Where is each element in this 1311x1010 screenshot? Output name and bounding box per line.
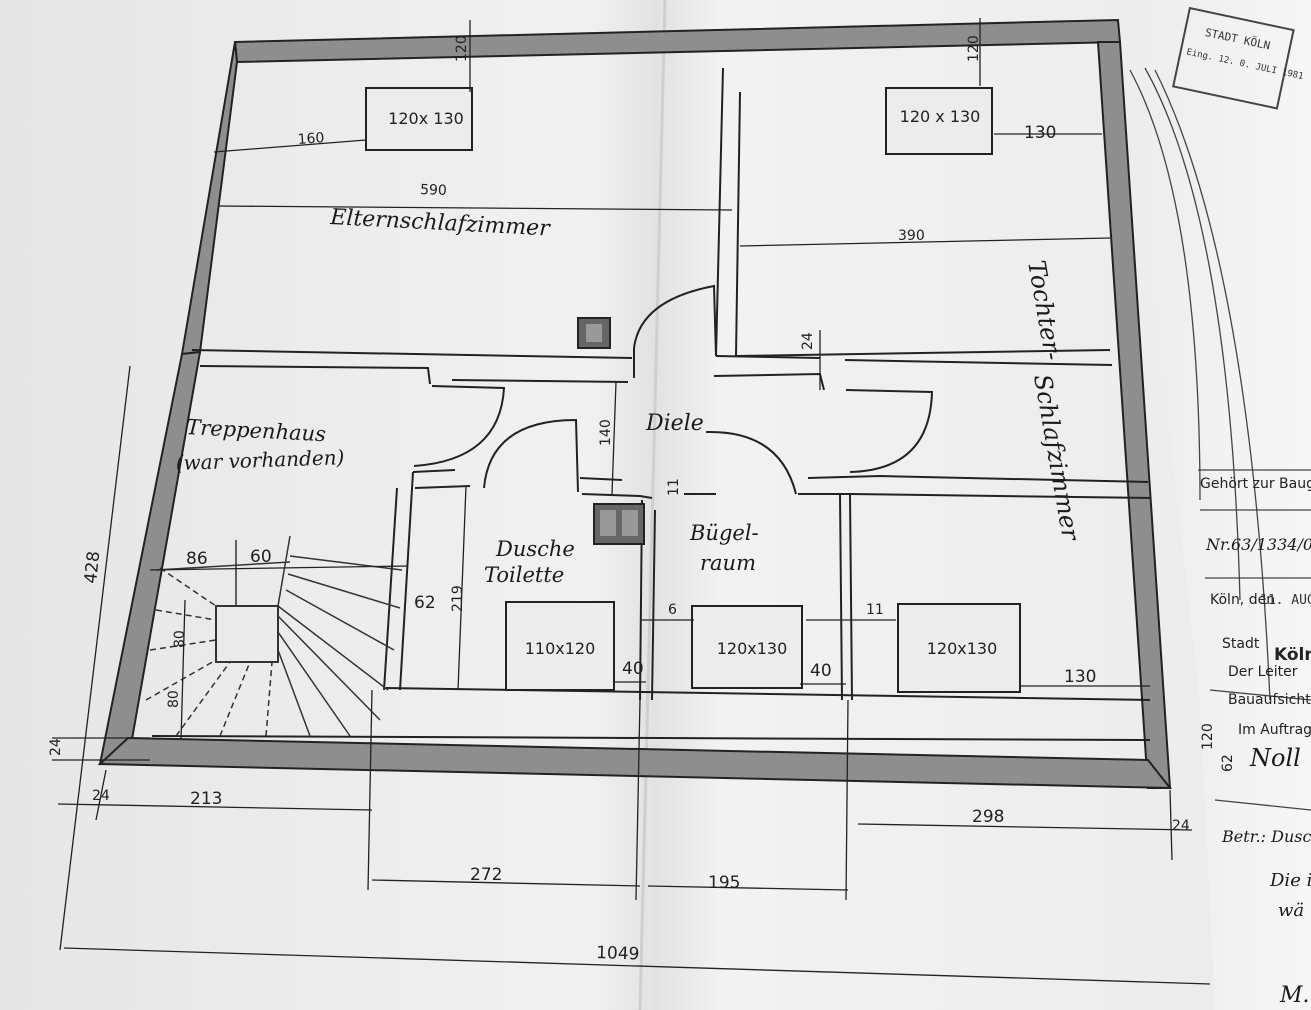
approval-file-number: Nr.63/1334/0149: [1205, 535, 1311, 554]
dim-195: 195: [708, 873, 740, 893]
dim-24-left-wall: 24: [48, 738, 64, 756]
room-label-hall: Diele: [645, 411, 704, 436]
chimney-upper: [577, 317, 611, 349]
note-line-1: Die i: [1269, 870, 1311, 891]
outer-walls: [97, 18, 1173, 790]
room-label-toilet: Toilette: [484, 563, 564, 587]
dim-130-top: 130: [1024, 123, 1056, 143]
room-label-shower: Dusche: [495, 537, 575, 561]
dim-40-right: 40: [810, 661, 832, 681]
dim-428: 428: [81, 550, 104, 584]
window-daughter-label: 120 x 130: [900, 107, 981, 126]
dim-140: 140: [598, 419, 614, 446]
approval-office: Bauaufsichtsamt: [1228, 692, 1311, 708]
attached-sheet: [1120, 0, 1311, 1010]
dimension-labels: 160 590 390 130 120 120 24 140 11 86 60 …: [48, 35, 1236, 964]
window-daughter-lower: 120x130: [897, 603, 1021, 693]
approval-title: Gehört zur Baugenehmig: [1200, 476, 1311, 492]
chimney-lower: [593, 503, 645, 545]
room-label-stairwell-note: (war vorhanden): [175, 445, 344, 475]
dim-62-right-edge: 62: [1220, 754, 1236, 772]
window-ironing-label: 120x130: [717, 639, 788, 658]
dim-11-chimney: 11: [666, 478, 682, 496]
window-daughter-lower-label: 120x130: [927, 639, 998, 658]
dim-24-landing: 24: [800, 332, 816, 350]
staircase: [145, 535, 403, 737]
note-initial: M.: [1279, 983, 1310, 1008]
window-parents-label: 120x 130: [388, 109, 464, 128]
dim-120-left-top: 120: [454, 35, 470, 62]
door-swings: [413, 284, 934, 495]
dim-6: 6: [668, 602, 677, 618]
dim-24-bottom-right: 24: [1172, 818, 1190, 834]
dim-219: 219: [450, 585, 466, 612]
dim-130-bottom: 130: [1064, 667, 1096, 687]
dim-11-window: 11: [866, 602, 884, 618]
dimension-lines: [52, 18, 1211, 985]
dim-272: 272: [470, 865, 502, 885]
dim-390: 390: [898, 228, 925, 244]
window-shower-label: 110x120: [525, 639, 596, 658]
dim-298: 298: [972, 807, 1004, 827]
approval-date: 11. AUG. 198: [1260, 593, 1311, 608]
dim-120-right-edge: 120: [1200, 723, 1216, 750]
dim-40-left: 40: [622, 659, 644, 679]
room-label-ironing-2: raum: [700, 551, 756, 575]
window-daughter: 120 x 130: [885, 87, 993, 155]
approval-city-label: Stadt: [1222, 636, 1260, 652]
dim-60: 60: [250, 547, 272, 567]
dim-62-stair: 62: [414, 593, 436, 613]
room-label-ironing-1: Bügel-: [689, 521, 759, 545]
approval-director: Der Leiter: [1228, 664, 1298, 680]
dim-24-bottom-left: 24: [92, 788, 110, 804]
dim-590: 590: [420, 182, 447, 199]
note-line-2: wä: [1278, 900, 1304, 921]
window-shower: 110x120: [505, 601, 615, 691]
window-parents: 120x 130: [365, 87, 473, 151]
window-ironing: 120x130: [691, 605, 803, 689]
dim-160: 160: [297, 130, 325, 148]
dim-80-upper: 80: [172, 630, 188, 648]
approval-date-prefix: Köln, den: [1210, 592, 1275, 608]
dim-86: 86: [186, 549, 208, 569]
note-label: Betr.: Dusch: [1221, 827, 1311, 846]
approval-form: Gehört zur Baugenehmig Nr.63/1334/0149 K…: [1200, 476, 1311, 1008]
dim-120-right-top: 120: [966, 35, 982, 62]
approval-signature: Noll: [1249, 744, 1301, 772]
approval-by-order: Im Auftrag: [1238, 722, 1311, 738]
sheet-guides: [1129, 67, 1311, 811]
dim-80-lower: 80: [166, 690, 182, 708]
fold-line: [638, 0, 667, 1010]
dim-213: 213: [190, 789, 222, 809]
approval-city: Köln: [1274, 645, 1311, 665]
dim-1049: 1049: [596, 943, 640, 964]
